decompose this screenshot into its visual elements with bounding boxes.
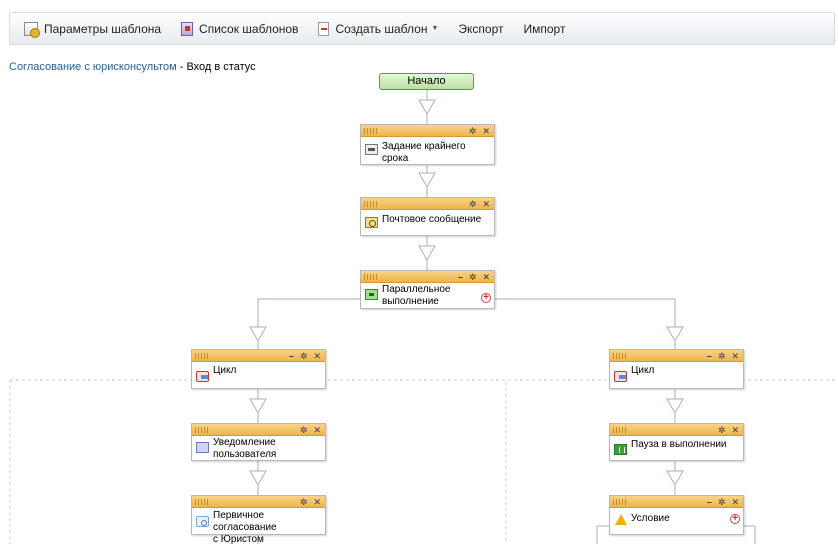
template-list-icon xyxy=(181,21,194,36)
drag-handle[interactable] xyxy=(195,499,209,505)
create-template-button[interactable]: Создать шаблон ▼ xyxy=(318,21,439,36)
activity-header[interactable]: ✲ ✕ xyxy=(361,198,494,210)
activity-condition[interactable]: – ✲ ✕ Условие + xyxy=(609,495,744,535)
add-branch-icon[interactable]: + xyxy=(730,513,740,524)
breadcrumb-separator: - xyxy=(176,61,187,73)
minimize-icon[interactable]: – xyxy=(457,272,463,282)
drag-handle[interactable] xyxy=(364,128,378,134)
activity-header[interactable]: – ✲ ✕ xyxy=(610,350,743,362)
mail-icon xyxy=(365,217,378,228)
minimize-icon[interactable]: – xyxy=(706,351,712,361)
toolbar: Параметры шаблона Список шаблонов Создат… xyxy=(9,12,835,45)
activity-header[interactable]: – ✲ ✕ xyxy=(610,496,743,508)
activity-notify[interactable]: ✲ ✕ Уведомление пользователя xyxy=(191,423,326,461)
activity-header[interactable]: – ✲ ✕ xyxy=(192,350,325,362)
activity-header[interactable]: ✲ ✕ xyxy=(192,424,325,436)
activity-label-line2: с Юристом xyxy=(213,534,264,545)
settings-icon[interactable]: ✲ xyxy=(468,272,477,282)
drag-handle[interactable] xyxy=(195,427,209,433)
notify-icon xyxy=(196,442,209,453)
close-icon[interactable]: ✕ xyxy=(731,425,739,435)
import-button[interactable]: Импорт xyxy=(523,22,565,36)
settings-icon[interactable]: ✲ xyxy=(299,425,308,435)
close-icon[interactable]: ✕ xyxy=(313,425,321,435)
activity-label: Задание крайнего срока xyxy=(382,141,466,164)
activity-approve[interactable]: ✲ ✕ Первичное согласование с Юристом xyxy=(191,495,326,545)
chevron-down-icon: ▼ xyxy=(431,25,439,32)
activity-header[interactable]: ✲ ✕ xyxy=(361,125,494,137)
template-settings-icon xyxy=(24,21,40,38)
export-button[interactable]: Экспорт xyxy=(458,22,503,36)
flow-start-node[interactable]: Начало xyxy=(379,73,474,90)
drag-handle[interactable] xyxy=(613,427,627,433)
deadline-icon xyxy=(365,144,378,155)
pause-icon xyxy=(614,444,627,455)
loop-icon xyxy=(614,371,627,382)
template-settings-button[interactable]: Параметры шаблона xyxy=(24,21,162,38)
settings-icon[interactable]: ✲ xyxy=(299,351,308,361)
approve-icon xyxy=(196,516,209,527)
activity-mail[interactable]: ✲ ✕ Почтовое сообщение xyxy=(360,197,495,236)
drag-handle[interactable] xyxy=(613,353,627,359)
activity-deadline[interactable]: ✲ ✕ Задание крайнего срока xyxy=(360,124,495,165)
template-settings-label: Параметры шаблона xyxy=(44,21,162,36)
breadcrumb: Согласование с юрисконсультом - Вход в с… xyxy=(9,61,256,73)
close-icon[interactable]: ✕ xyxy=(313,497,321,507)
activity-label: Цикл xyxy=(213,365,237,376)
drag-handle[interactable] xyxy=(364,274,378,280)
activity-label-line2: пользователя xyxy=(213,449,277,460)
close-icon[interactable]: ✕ xyxy=(482,199,490,209)
activity-label: Условие xyxy=(631,513,670,524)
activity-label-line2: выполнение xyxy=(382,296,439,307)
settings-icon[interactable]: ✲ xyxy=(299,497,308,507)
activity-parallel[interactable]: – ✲ ✕ Параллельное выполнение + xyxy=(360,270,495,309)
template-list-label: Список шаблонов xyxy=(199,21,299,36)
loop-icon xyxy=(196,371,209,382)
drag-handle[interactable] xyxy=(613,499,627,505)
close-icon[interactable]: ✕ xyxy=(482,272,490,282)
activity-loop-right[interactable]: – ✲ ✕ Цикл xyxy=(609,349,744,389)
drag-handle[interactable] xyxy=(195,353,209,359)
activity-label: Пауза в выполнении xyxy=(631,439,727,450)
create-template-label: Создать шаблон xyxy=(335,21,428,36)
breadcrumb-link[interactable]: Согласование с юрисконсультом xyxy=(9,61,177,73)
import-label: Импорт xyxy=(523,21,566,36)
close-icon[interactable]: ✕ xyxy=(731,497,739,507)
activity-pause[interactable]: ✲ ✕ Пауза в выполнении xyxy=(609,423,744,461)
parallel-icon xyxy=(365,289,378,300)
template-list-button[interactable]: Список шаблонов xyxy=(181,21,299,36)
activity-header[interactable]: – ✲ ✕ xyxy=(361,271,494,283)
minimize-icon[interactable]: – xyxy=(288,351,294,361)
breadcrumb-current: Вход в статус xyxy=(186,61,256,73)
settings-icon[interactable]: ✲ xyxy=(468,199,477,209)
add-branch-icon[interactable]: + xyxy=(481,292,491,303)
settings-icon[interactable]: ✲ xyxy=(468,126,477,136)
settings-icon[interactable]: ✲ xyxy=(717,497,726,507)
close-icon[interactable]: ✕ xyxy=(482,126,490,136)
create-template-icon xyxy=(318,21,330,36)
activity-label-line1: Параллельное xyxy=(382,284,451,295)
settings-icon[interactable]: ✲ xyxy=(717,351,726,361)
condition-warning-icon xyxy=(614,514,627,525)
activity-header[interactable]: ✲ ✕ xyxy=(610,424,743,436)
activity-label-line1: Уведомление xyxy=(213,437,276,448)
activity-header[interactable]: ✲ ✕ xyxy=(192,496,325,508)
drag-handle[interactable] xyxy=(364,201,378,207)
activity-label: Почтовое сообщение xyxy=(382,214,482,225)
activity-label: Цикл xyxy=(631,365,655,376)
settings-icon[interactable]: ✲ xyxy=(717,425,726,435)
activity-label-line1: Первичное согласование xyxy=(213,510,277,533)
close-icon[interactable]: ✕ xyxy=(313,351,321,361)
minimize-icon[interactable]: – xyxy=(706,497,712,507)
export-label: Экспорт xyxy=(458,21,504,36)
activity-loop-left[interactable]: – ✲ ✕ Цикл xyxy=(191,349,326,389)
close-icon[interactable]: ✕ xyxy=(731,351,739,361)
